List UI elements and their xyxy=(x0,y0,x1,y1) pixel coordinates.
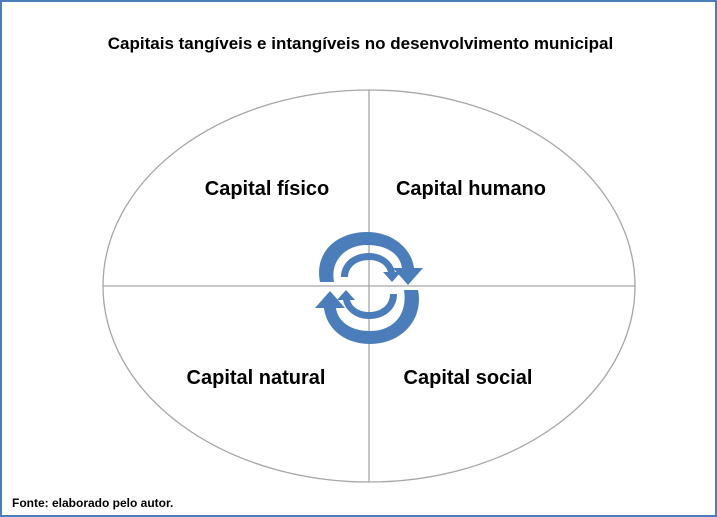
capital-humano-label: Capital humano xyxy=(396,178,546,200)
circular-arrows-cycle-icon xyxy=(315,232,423,344)
capital-fisico-label: Capital físico xyxy=(205,178,329,200)
figure-title: Capitais tangíveis e intangíveis no dese… xyxy=(107,34,614,53)
capital-natural-label: Capital natural xyxy=(187,367,326,389)
capital-social-label: Capital social xyxy=(404,367,533,389)
source-note: Fonte: elaborado pelo autor. xyxy=(12,496,174,510)
